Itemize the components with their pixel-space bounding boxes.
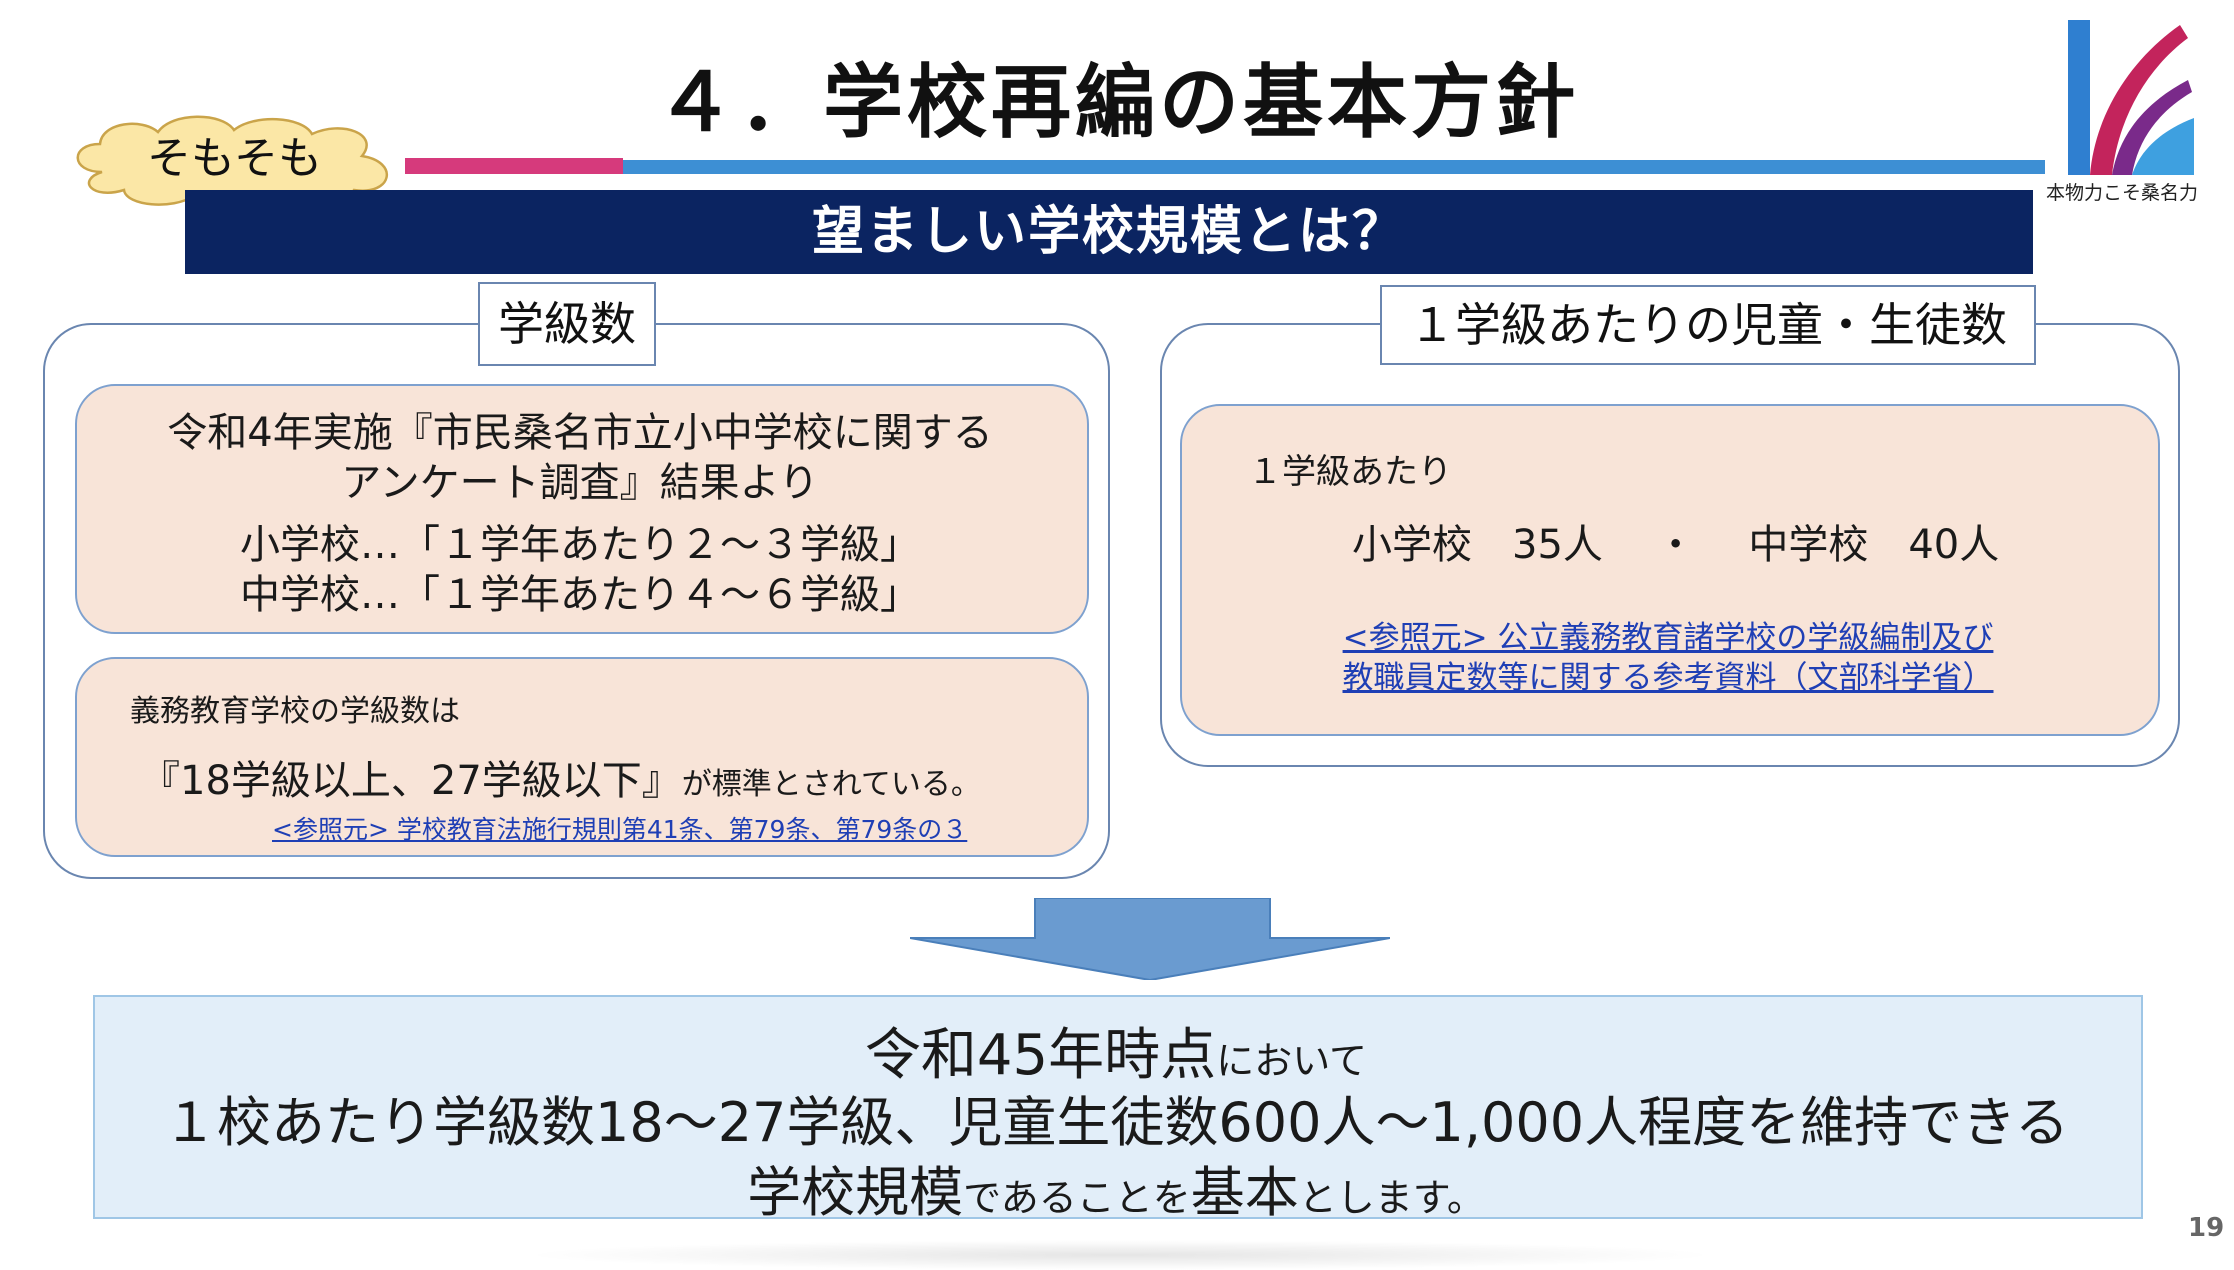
students-per-class-tab: １学級あたりの児童・生徒数 — [1380, 285, 2036, 365]
conclusion-basic: 基本 — [1190, 1161, 1299, 1224]
conclusion-connector: であることを — [963, 1176, 1191, 1220]
reference-link-school-law[interactable]: <参照元> 学校教育法施行規則第41条、第79条、第79条の３ — [272, 815, 968, 844]
survey-result-box — [75, 384, 1089, 634]
logo-caption: 本物力こそ桑名力 — [2046, 182, 2199, 204]
class-count-tab: 学級数 — [478, 282, 656, 366]
conclusion-ending: とします。 — [1298, 1176, 1485, 1220]
per-class-intro: １学級あたり — [1248, 452, 1452, 492]
page-number: 19 — [2188, 1213, 2225, 1243]
per-class-counts: 小学校 35人 ・ 中学校 40人 — [1352, 522, 2000, 568]
survey-line-1: 令和4年実施『市民桑名市立小中学校に関する — [167, 410, 993, 456]
accent-bar-blue — [623, 160, 2045, 174]
conclusion-box — [93, 995, 2143, 1219]
down-arrow-icon — [910, 898, 1390, 980]
students-per-class-box — [1180, 404, 2160, 736]
standard-main-suffix: が標準とされている。 — [681, 767, 981, 802]
accent-bar-pink — [405, 158, 623, 174]
reference-link-mext-line-1[interactable]: <参照元> 公立義務教育諸学校の学級編制及び — [1342, 620, 1994, 656]
conclusion-main-line: １校あたり学級数18～27学級、児童生徒数600人～1,000人程度を維持できる — [162, 1091, 2069, 1154]
standard-class-box — [75, 657, 1089, 857]
bottom-shadow — [520, 1240, 1720, 1270]
conclusion-year-suffix: において — [1216, 1039, 1368, 1083]
survey-line-3: 小学校…「１学年あたり２～３学級」 — [240, 522, 920, 568]
reference-link-mext-line-2[interactable]: 教職員定数等に関する参考資料（文部科学省） — [1342, 660, 1994, 696]
survey-line-2: アンケート調査』結果より — [341, 460, 819, 506]
city-logo-icon — [2060, 20, 2200, 175]
conclusion-year: 令和45年時点 — [864, 1023, 1217, 1088]
cloud-shape-icon — [76, 115, 389, 208]
slide-title: ４．学校再編の基本方針 — [655, 56, 1579, 149]
survey-line-4: 中学校…「１学年あたり４～６学級」 — [240, 572, 920, 618]
conclusion-scale: 学校規模 — [747, 1161, 964, 1224]
standard-intro: 義務教育学校の学級数は — [130, 694, 460, 729]
standard-main: 『18学級以上、27学級以下』 — [140, 758, 682, 804]
section-banner: 望ましい学校規模とは？ — [185, 190, 2033, 274]
cloud-label: そもそも — [146, 133, 323, 184]
